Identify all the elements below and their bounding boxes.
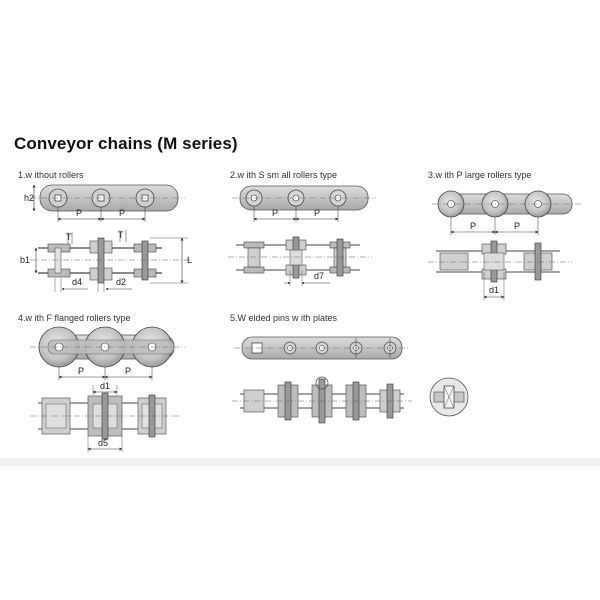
dim-p-2a: P <box>272 208 278 218</box>
dim-t-2: T <box>118 230 124 240</box>
dim-d4: d4 <box>72 277 82 287</box>
type-5-label: 5.W elded pins w ith plates <box>230 313 338 323</box>
dim-d2: d2 <box>116 277 126 287</box>
dim-d1-3: d1 <box>489 285 499 295</box>
type-3-label: 3.w ith P large rollers type <box>428 170 532 180</box>
type-4-label: 4.w ith F flanged rollers type <box>18 313 131 323</box>
dim-p-4b: P <box>125 366 131 376</box>
dim-h2: h2 <box>24 193 34 203</box>
dim-p-1b: P <box>119 208 125 218</box>
type-5-top-view <box>232 376 412 424</box>
type-1-top-view <box>30 230 190 292</box>
dim-p-4a: P <box>78 366 84 376</box>
dim-b1: b1 <box>20 255 30 265</box>
type-5-side-view <box>234 336 410 360</box>
dim-p-3a: P <box>470 221 476 231</box>
type-3-side-view <box>432 190 582 235</box>
type-2-top-view <box>228 236 372 286</box>
dim-p-1a: P <box>76 208 82 218</box>
footer-band <box>0 458 600 466</box>
dim-t-1: T <box>66 232 72 242</box>
weld-detail-view <box>429 377 469 417</box>
type-4-side-view <box>30 326 185 380</box>
dim-d1-4: d1 <box>100 381 110 391</box>
dim-p-2b: P <box>314 208 320 218</box>
type-2-label: 2.w ith S sm all rollers type <box>230 170 338 180</box>
type-4-top-view <box>30 385 180 452</box>
type-3-top-view <box>428 240 572 300</box>
page-title: Conveyor chains (M series) <box>14 134 238 153</box>
type-1-label: 1.w ithout rollers <box>18 170 84 180</box>
type-1-side-view <box>30 184 185 222</box>
dim-d7: d7 <box>314 271 324 281</box>
dim-l: L <box>187 255 192 265</box>
type-2-side-view <box>232 185 376 222</box>
dim-d5: d5 <box>98 438 108 448</box>
dim-p-3b: P <box>514 221 520 231</box>
